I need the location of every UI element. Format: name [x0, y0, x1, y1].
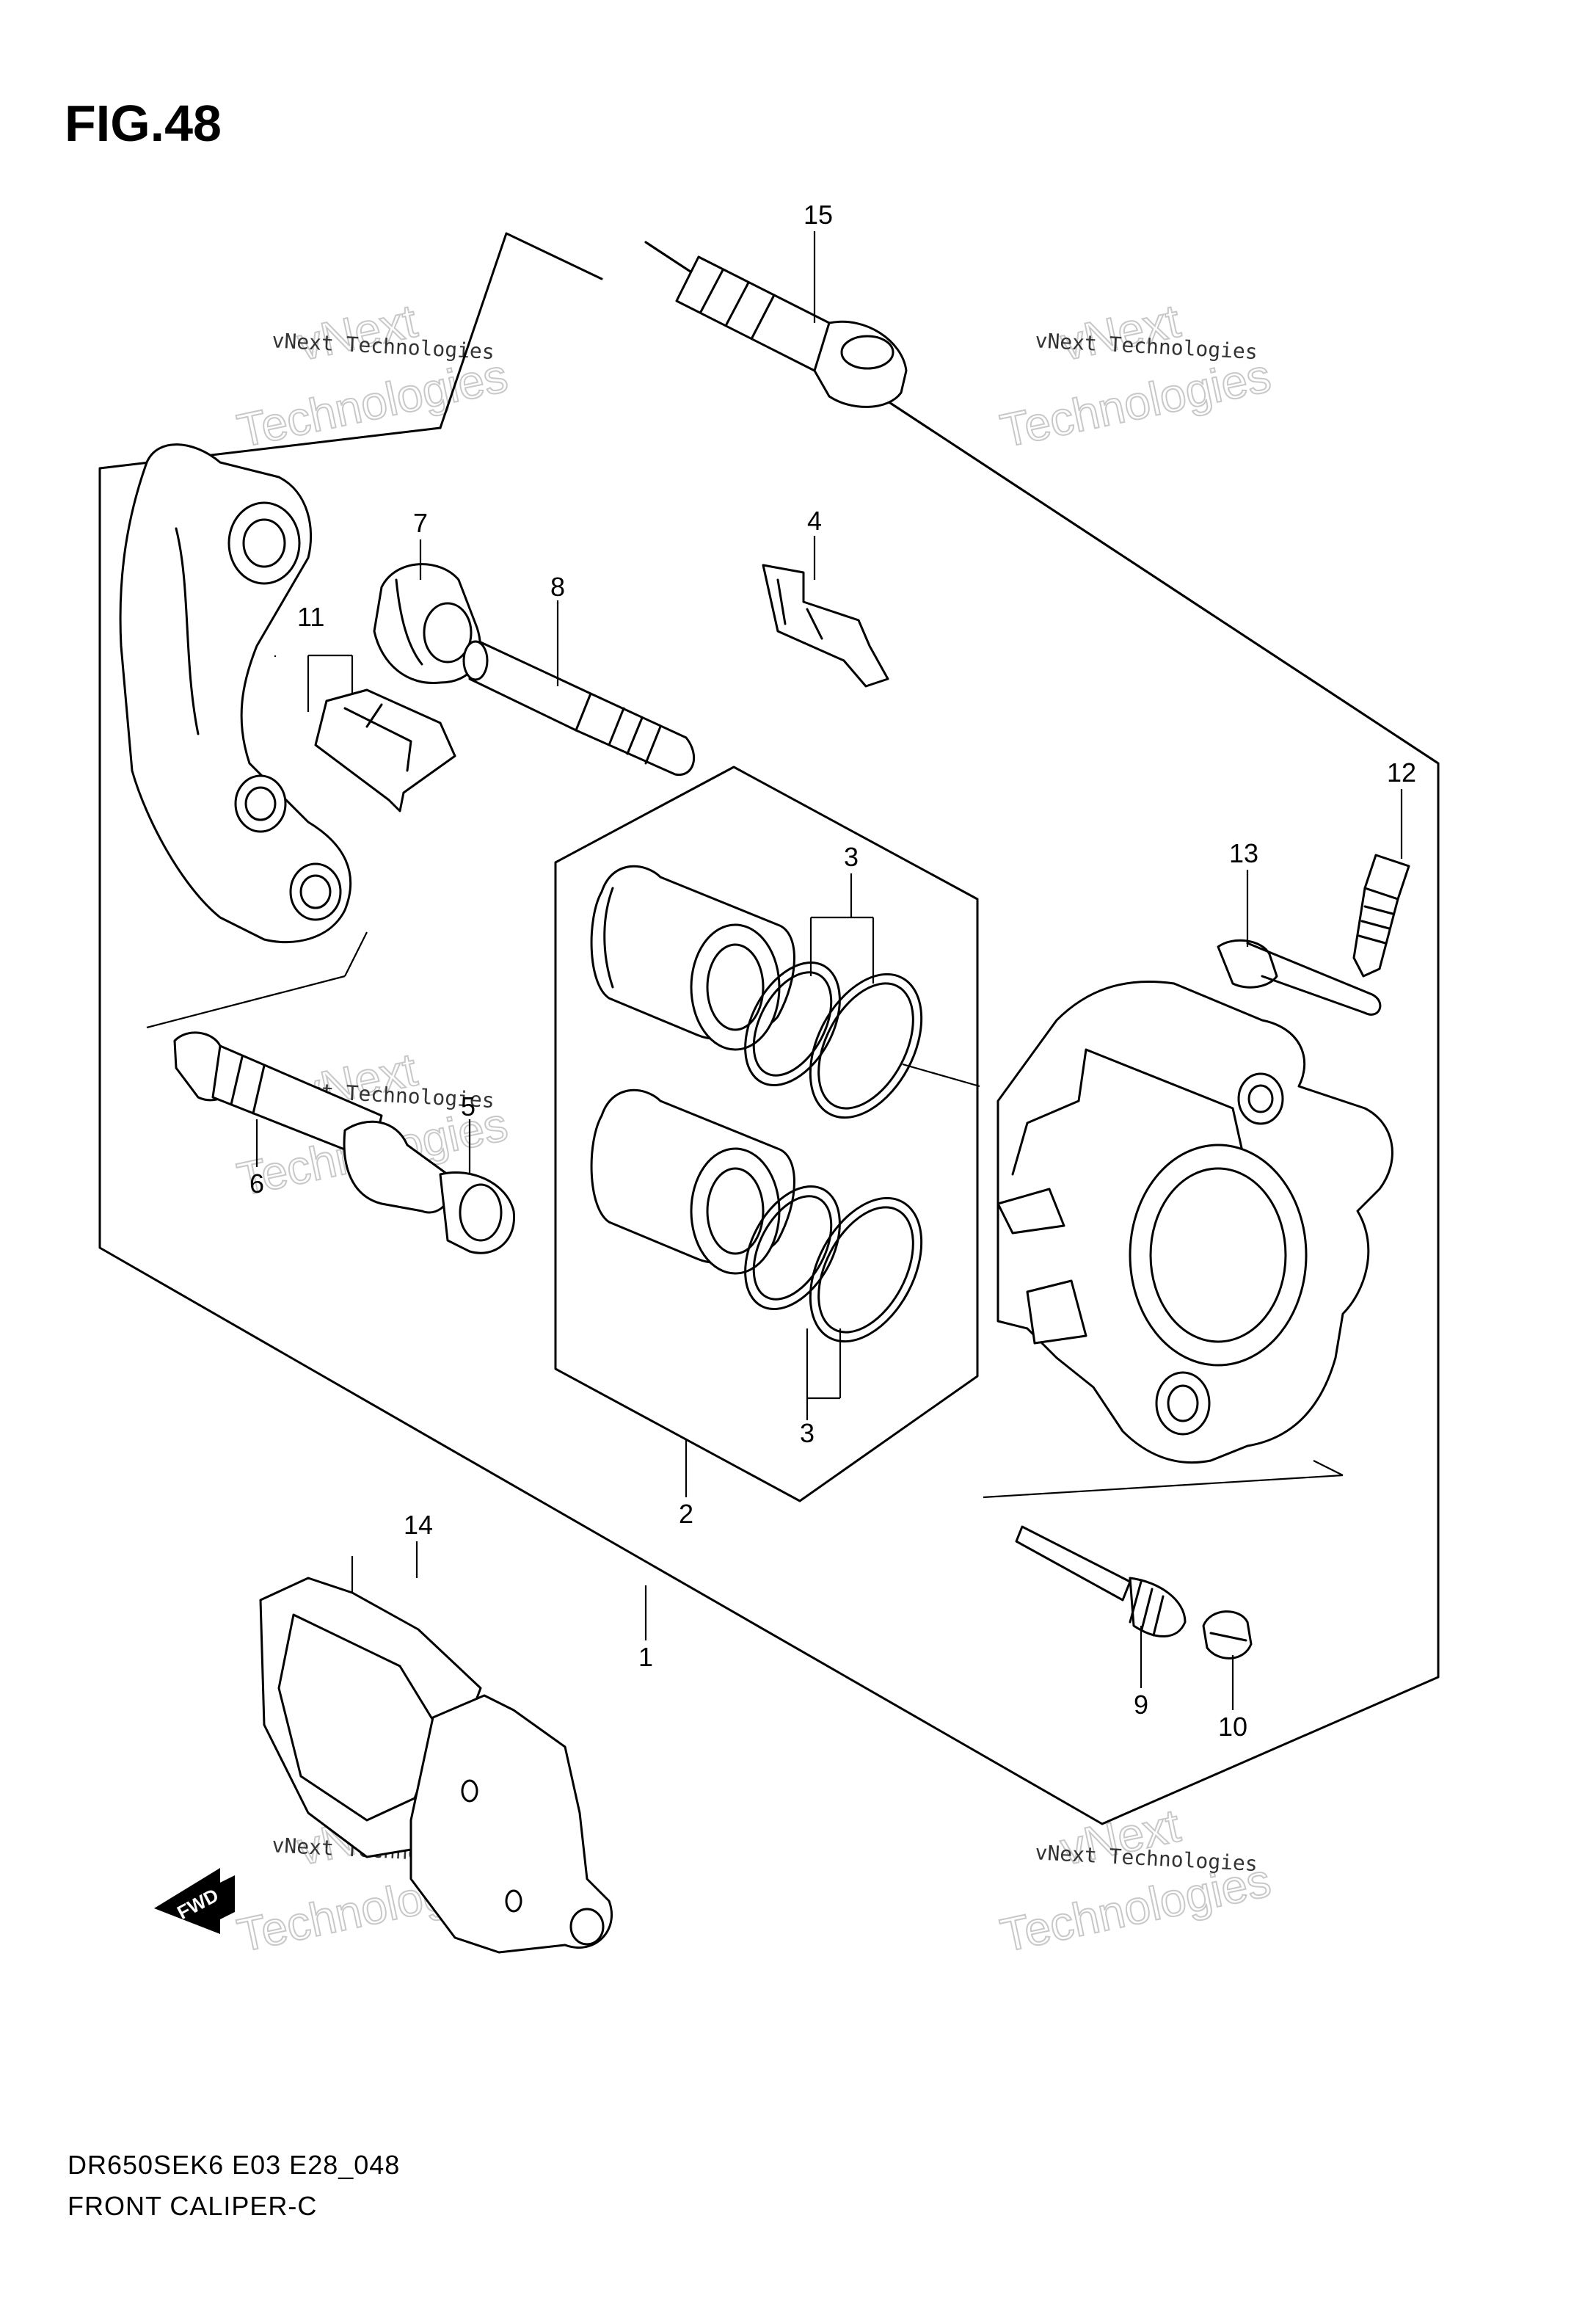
callout-1: 1	[638, 1642, 653, 1672]
leader-lines	[146, 231, 1403, 1710]
part-11-pad-spring	[314, 688, 456, 813]
part-15-caliper-bolt	[675, 255, 908, 408]
part-14-brake-pad-set	[259, 1577, 613, 1954]
seal-rings-lower	[744, 1185, 923, 1343]
piston-lower	[590, 1088, 795, 1275]
callout-15: 15	[804, 200, 833, 230]
section-name: FRONT CALIPER-C	[68, 2191, 318, 2221]
part-13-bleeder-cap	[1217, 939, 1382, 1016]
callout-3-lower: 3	[800, 1418, 815, 1448]
callout-7: 7	[413, 508, 428, 538]
callout-11: 11	[297, 602, 324, 632]
part-6-lower-pin	[173, 1031, 383, 1161]
callout-9: 9	[1134, 1690, 1148, 1720]
callout-6: 6	[249, 1168, 264, 1199]
figure-title: FIG.48	[65, 95, 222, 152]
callout-13: 13	[1229, 838, 1258, 868]
callout-8: 8	[550, 572, 565, 602]
piston-kit-box	[554, 766, 979, 1502]
footer: DR650SEK6 E03 E28_048 FRONT CALIPER-C	[68, 2145, 400, 2227]
callout-2: 2	[679, 1499, 693, 1529]
callout-4: 4	[807, 506, 822, 536]
svg-text:Technologies: Technologies	[233, 349, 511, 457]
seal-rings-upper	[744, 961, 923, 1119]
callout-10: 10	[1218, 1712, 1247, 1742]
watermark-top-left: vNext Technologies vNext Technologies	[232, 294, 512, 459]
part-12-bleeder-valve	[1352, 854, 1410, 978]
piston-upper	[590, 865, 795, 1051]
part-7-boot	[373, 563, 481, 685]
svg-text:Technologies: Technologies	[996, 349, 1275, 457]
part-8-slide-pin	[462, 640, 696, 776]
callout-5: 5	[461, 1091, 475, 1122]
callout-numbers: 15 7 8 11 4 12 13 3 3 2 1 14 9 10 6 5	[249, 200, 1416, 1742]
callout-14: 14	[404, 1510, 433, 1540]
caliper-bracket	[119, 443, 352, 944]
callout-12: 12	[1387, 757, 1416, 788]
part-9-pad-pin	[1015, 1525, 1187, 1637]
part-4-pad-clip	[762, 564, 889, 688]
watermark-bottom-right: vNext Technologies vNext Technologies	[995, 1798, 1275, 1963]
model-code: DR650SEK6 E03 E28_048	[68, 2150, 401, 2180]
part-10-plug	[1202, 1610, 1253, 1660]
fwd-arrow: FWD	[154, 1868, 235, 1934]
part-5-lower-boot	[343, 1120, 516, 1254]
assembly-outline-top-left-b	[505, 232, 603, 280]
watermark-top-right: vNext Technologies vNext Technologies	[995, 294, 1275, 459]
assembly-outline-top-left	[439, 232, 508, 429]
callout-3-upper: 3	[844, 842, 859, 872]
caliper-body	[996, 981, 1393, 1464]
